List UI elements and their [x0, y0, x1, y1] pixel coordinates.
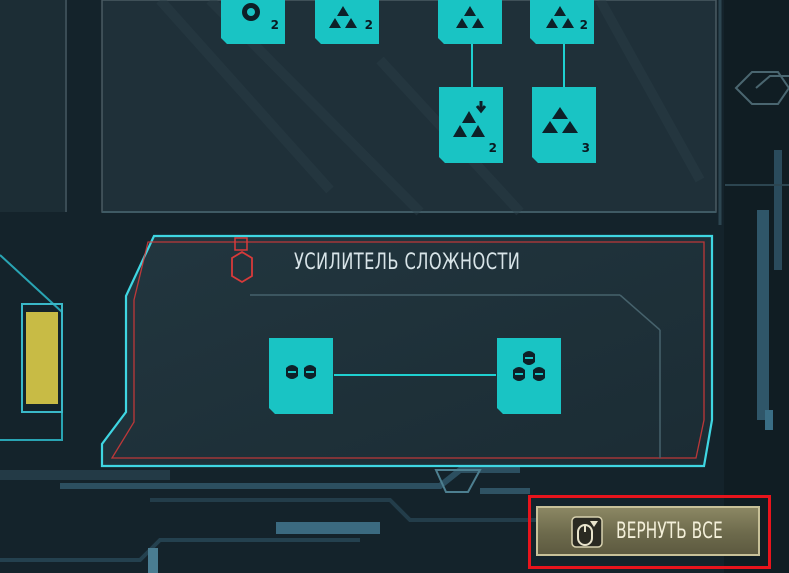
node-level: 2	[579, 18, 588, 32]
section-title: УСИЛИТЕЛЬ СЛОЖНОСТИ	[294, 250, 521, 275]
tree-node-triad-down[interactable]: 2	[439, 87, 503, 163]
three-masks-icon	[497, 338, 561, 414]
triad-down-icon	[439, 87, 503, 163]
tree-node-gear[interactable]: 2	[221, 0, 285, 44]
node-level: 2	[488, 141, 497, 155]
triad-icon	[530, 0, 594, 44]
tree-node-triad[interactable]	[438, 0, 502, 44]
node-level: 2	[364, 18, 373, 32]
difficulty-node-two-masks[interactable]	[269, 338, 333, 414]
two-masks-icon	[269, 338, 333, 414]
gear-icon	[221, 0, 285, 44]
mouse-click-icon	[571, 516, 603, 548]
tree-node-triad[interactable]: 3	[532, 87, 596, 163]
difficulty-node-three-masks[interactable]	[497, 338, 561, 414]
triad-icon	[532, 87, 596, 163]
triad-icon	[438, 0, 502, 44]
tree-node-triad[interactable]: 2	[315, 0, 379, 44]
reset-all-button[interactable]: ВЕРНУТЬ ВСЕ	[536, 506, 760, 556]
node-level: 3	[581, 141, 590, 155]
tree-node-triad[interactable]: 2	[530, 0, 594, 44]
node-level: 2	[270, 18, 279, 32]
triad-icon	[315, 0, 379, 44]
reset-all-label: ВЕРНУТЬ ВСЕ	[616, 519, 723, 544]
